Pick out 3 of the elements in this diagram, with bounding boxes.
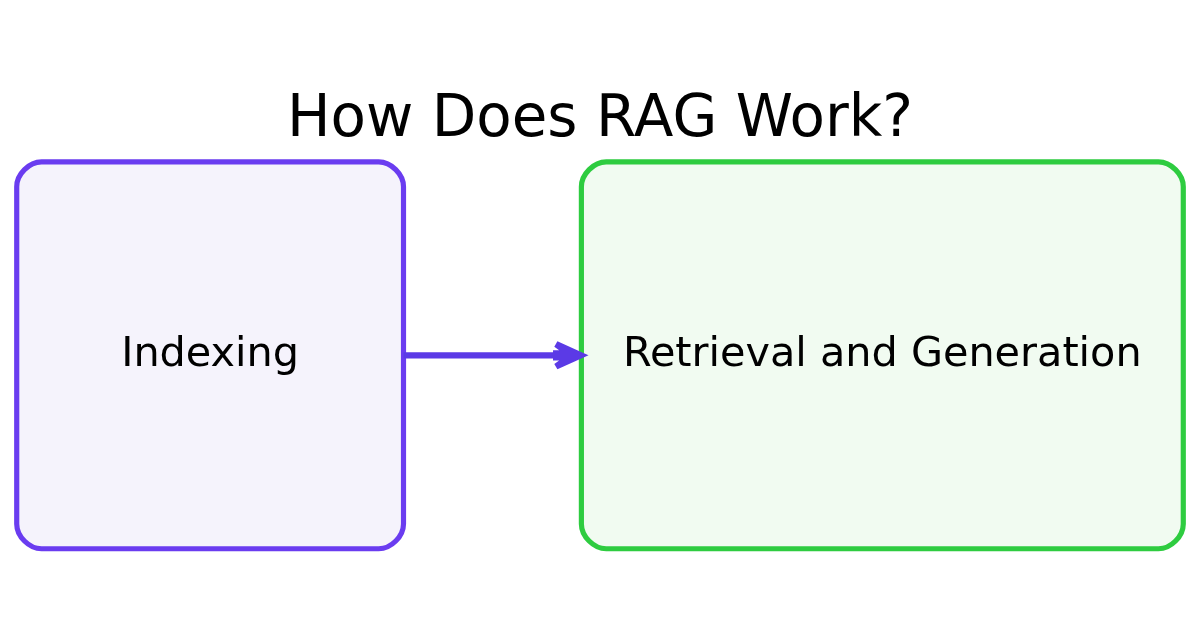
node-box: Retrieval and Generation (578, 158, 1186, 551)
node-box: Indexing (14, 158, 407, 551)
diagram-title: How Does RAG Work? (286, 81, 914, 150)
